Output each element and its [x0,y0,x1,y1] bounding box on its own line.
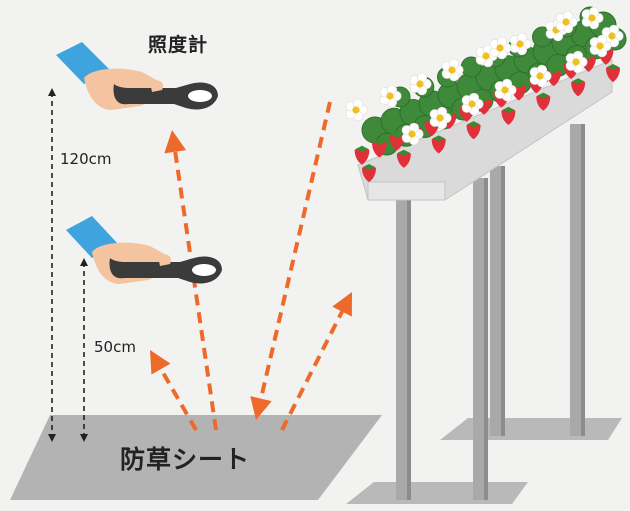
light-arrow-2 [159,368,198,431]
strawberry-icon [571,78,586,97]
flower-icon [441,58,464,82]
light-arrow-1 [173,151,218,431]
lux-meter-lower [66,216,222,284]
strawberry-icon [536,92,551,111]
strawberry-plants [345,6,627,182]
strawberry-icon [372,138,387,158]
flower-icon [461,92,484,116]
flower-icon [494,78,517,102]
strawberry-icon [362,164,376,182]
lux-meter-label: 照度計 [148,34,209,56]
light-arrow-head-2 [150,350,171,375]
light-arrow-4 [259,101,332,400]
flower-icon [529,64,552,88]
stand-base-back [440,418,622,440]
light-arrow-head-3 [332,292,352,317]
flower-icon [565,50,588,74]
flower-icon [509,32,532,56]
strawberry-icon [501,106,516,125]
strawberry-icon [396,149,411,168]
stand-posts [396,124,585,500]
flower-icon [555,10,578,34]
lux-meter-icon [109,256,222,284]
light-arrows [150,101,352,431]
strawberry-icon [466,121,481,140]
meter-sensor [188,90,212,102]
meter-sensor [192,264,216,276]
flower-icon [589,34,612,58]
light-arrow-3 [280,310,344,431]
weed-sheet [10,415,382,500]
flower-icon [345,98,368,122]
flower-icon [379,84,402,108]
flower-icon [409,72,432,96]
lux-meter-icon [113,82,218,110]
distance-label-50: 50cm [94,338,136,356]
lux-meter-upper [56,42,218,110]
flower-icon [401,122,424,146]
weed-sheet-label: 防草シート [120,445,251,474]
stand-base-front [346,482,528,504]
light-arrow-head-1 [164,130,187,154]
distance-label-120: 120cm [60,150,112,168]
strawberry-icon [606,64,620,82]
measure-guides [48,88,88,442]
flower-icon [489,36,512,60]
flower-icon [429,106,452,130]
strawberry-icon [354,145,370,165]
flower-icon [581,6,604,30]
light-arrow-head-4 [250,396,272,420]
strawberry-icon [389,131,405,151]
strawberry-icon [431,135,446,154]
